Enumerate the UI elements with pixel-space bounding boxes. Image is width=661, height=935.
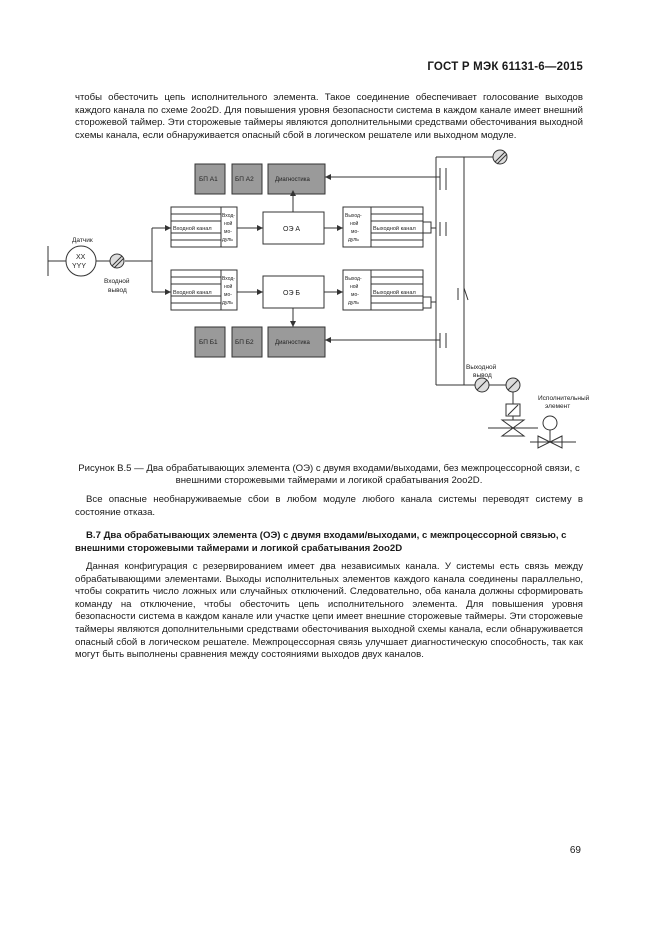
input-module-b-l1: Вход-: [222, 276, 235, 282]
diagnostics-a: Диагностика: [275, 177, 310, 183]
section-paragraph-text: Данная конфигурация с резервированием им…: [75, 561, 583, 661]
input-module-a-l1: Вход-: [222, 213, 235, 219]
document-header: ГОСТ Р МЭК 61131-6—2015: [427, 61, 583, 73]
psu-b1: БП Б1: [199, 339, 218, 346]
paragraph-after-figure: Все опасные необнаруживаемые сбои в любо…: [75, 494, 583, 519]
intro-paragraph-text: чтобы обесточить цепь исполнительного эл…: [75, 92, 583, 141]
input-channel-a: Входной канал: [173, 225, 212, 232]
diagnostics-b: Диагностика: [275, 340, 310, 346]
paragraph-after-figure-text: Все опасные необнаруживаемые сбои в любо…: [75, 494, 583, 518]
pe-b: ОЭ Б: [283, 290, 300, 297]
output-terminal-label-1: Выходной: [466, 363, 497, 371]
output-module-a-l3: мо-: [351, 229, 359, 235]
input-module-b-l2: ной: [224, 283, 233, 290]
output-module-b-l1: Выход-: [345, 276, 362, 282]
section-heading: В.7 Два обрабатывающих элемента (ОЭ) с д…: [75, 530, 567, 554]
output-module-a-l4: дуль: [348, 237, 359, 243]
intro-paragraph: чтобы обесточить цепь исполнительного эл…: [75, 92, 583, 142]
output-module-b-l4: дуль: [348, 300, 359, 306]
sensor-label: Датчик: [72, 237, 93, 244]
input-module-a-l4: дуль: [222, 237, 233, 243]
psu-a2: БП А2: [235, 176, 254, 183]
input-module-a-l3: мо-: [224, 229, 232, 235]
sensor-value-2: YYY: [72, 263, 86, 270]
figure-diagram: Датчик XX YYY Входной вывод БП А1 БП А2 …: [47, 149, 590, 449]
actuator-label-2: элемент: [545, 403, 570, 410]
figure-caption-line-2: внешними сторожевыми таймерами и логикой…: [175, 475, 483, 487]
input-module-b-l4: дуль: [222, 300, 233, 306]
output-terminal-label-2: вывод: [473, 372, 492, 379]
page-number: 69: [569, 845, 581, 856]
pe-a: ОЭ А: [283, 226, 300, 233]
psu-b2: БП Б2: [235, 339, 254, 346]
output-module-a-l1: Выход-: [345, 213, 362, 219]
sensor-value-1: XX: [76, 254, 86, 261]
input-terminal-label-1: Входной: [104, 277, 130, 285]
output-module-b-l3: мо-: [351, 292, 359, 298]
psu-a1: БП А1: [199, 176, 218, 183]
output-module-b-l2: ной: [350, 283, 359, 290]
output-channel-b: Выходной канал: [373, 289, 416, 296]
figure-caption-line-1: Рисунок В.5 — Два обрабатывающих элемент…: [78, 463, 580, 474]
figure-caption: Рисунок В.5 — Два обрабатывающих элемент…: [75, 463, 583, 488]
section-paragraph: Данная конфигурация с резервированием им…: [75, 561, 583, 662]
actuator-label-1: Исполнительный: [538, 394, 590, 402]
output-module-a-l2: ной: [350, 220, 359, 227]
input-terminal-label-2: вывод: [108, 287, 127, 294]
input-module-b-l3: мо-: [224, 292, 232, 298]
input-channel-b: Входной канал: [173, 289, 212, 296]
output-channel-a: Выходной канал: [373, 225, 416, 232]
sensor-icon: [65, 245, 97, 277]
input-module-a-l2: ной: [224, 220, 233, 227]
